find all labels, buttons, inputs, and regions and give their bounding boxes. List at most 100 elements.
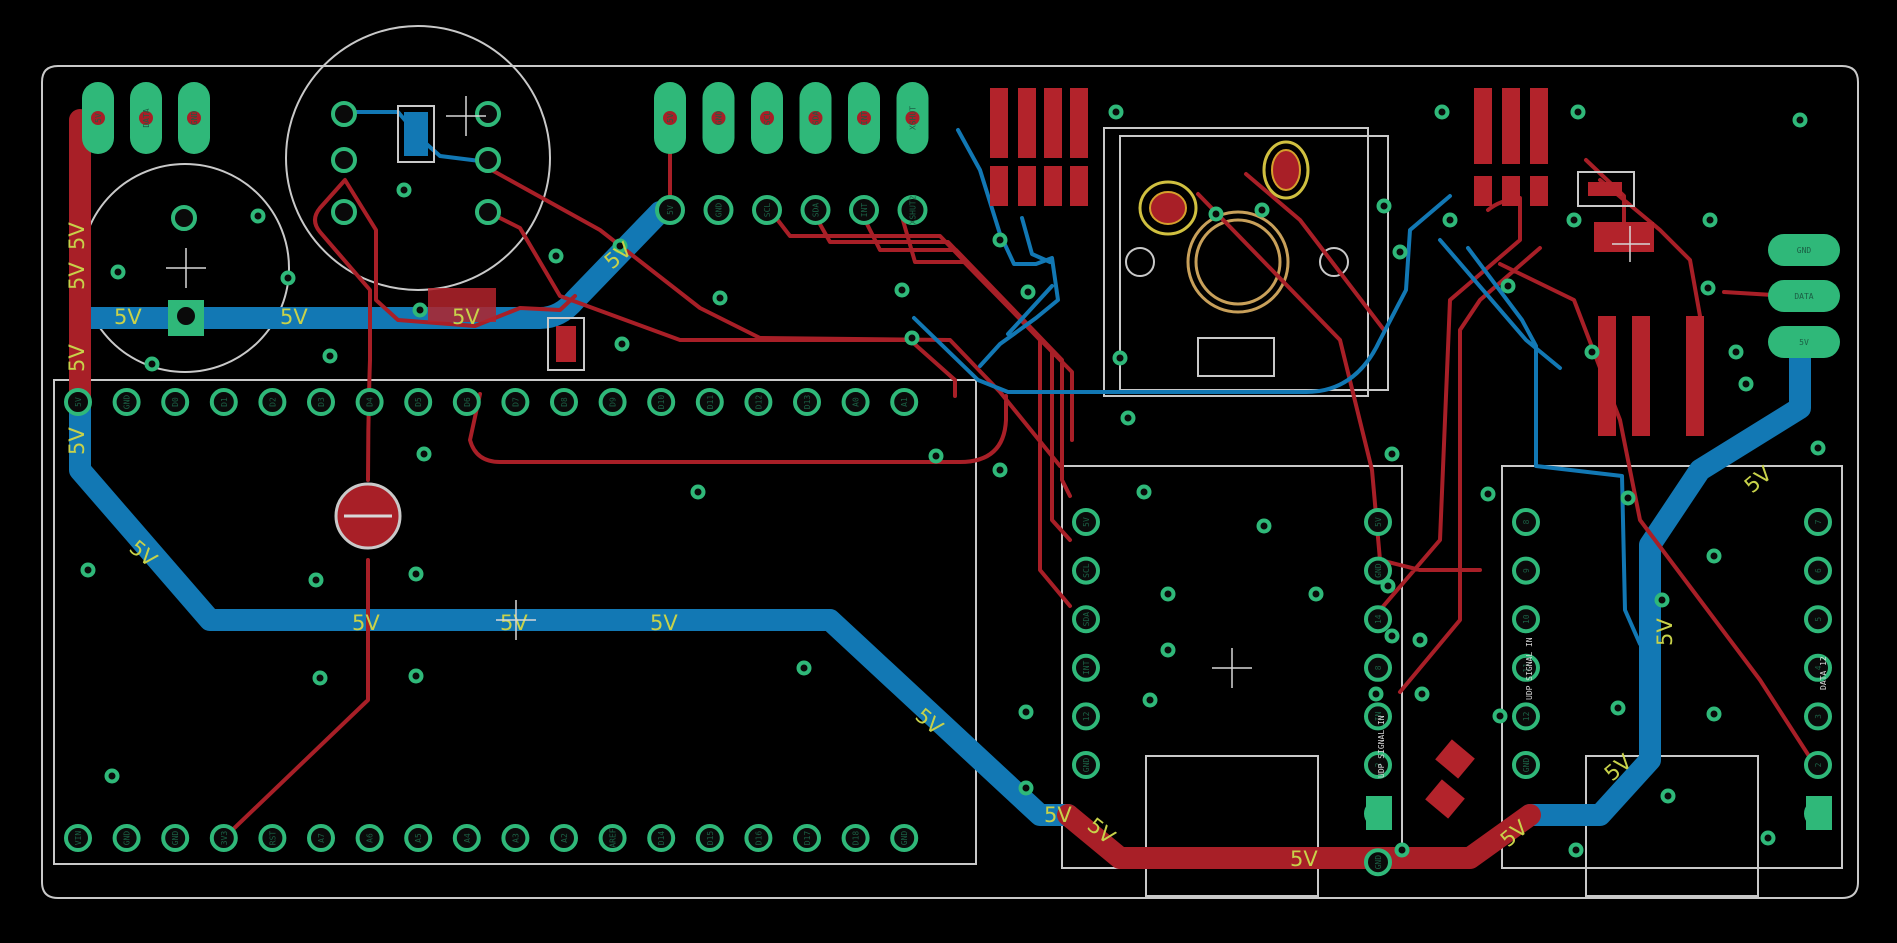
- left-module-top-pin: [501, 388, 530, 416]
- left-module-top-pin: [598, 388, 627, 416]
- left-module-top-pin-label: D5: [414, 397, 423, 407]
- lens-inner: [1194, 218, 1282, 306]
- via: [1256, 518, 1272, 534]
- left-module-bottom-pin-label: VIN: [74, 831, 83, 846]
- left-module-top-pin: [161, 388, 190, 416]
- via: [1020, 284, 1036, 300]
- right-module-left-pin: [1512, 556, 1540, 585]
- via: [1414, 686, 1430, 702]
- via: [690, 484, 706, 500]
- left-module-bottom-pin: [161, 824, 190, 852]
- via: [1702, 212, 1718, 228]
- net-label-left-rail-1: 5V: [114, 305, 142, 329]
- left-top-header-drill: [187, 111, 201, 125]
- net-label-left-rail-3: 5V: [452, 305, 480, 329]
- mid-module-left-pin-label: GND: [1082, 758, 1091, 773]
- left-top-header-drill: [139, 111, 153, 125]
- via: [1738, 376, 1754, 392]
- component-pin: [331, 101, 357, 127]
- right-module-right-pin-label: 6: [1814, 568, 1823, 573]
- ic-smd: [1577, 171, 1654, 252]
- mid-module-left-pin-label: 12: [1082, 711, 1091, 721]
- left-module-bottom-pin: [841, 824, 870, 852]
- right-module-right-pin-label: 7: [1814, 519, 1823, 524]
- via: [80, 562, 96, 578]
- left-module-bottom-pin-label: A5: [414, 833, 423, 843]
- net-label-left-vertical-b: 5V: [65, 222, 89, 250]
- via: [1570, 104, 1586, 120]
- left-module-bottom-pin: [647, 824, 676, 852]
- right-module-left-pin-label: 8: [1522, 519, 1531, 524]
- via: [280, 270, 296, 286]
- net-label-middle-1: 5V: [352, 611, 380, 635]
- right-module-right-pin-label: 2: [1814, 762, 1823, 767]
- center-top-row2-pin: [703, 195, 734, 225]
- left-module-top-pin: [452, 388, 481, 416]
- right-module-right-pin-label: 5: [1814, 617, 1823, 622]
- ir-emitter: [1138, 140, 1310, 236]
- mid-module-left-pin: [1072, 605, 1100, 634]
- left-module-top-pin-label: A0: [852, 397, 861, 407]
- left-module-top-pin: [307, 388, 335, 416]
- left-module-top-pin: [550, 388, 578, 416]
- component-pin: [331, 147, 357, 173]
- via: [1108, 104, 1124, 120]
- left-module-top-pin-label: D13: [803, 395, 812, 410]
- via: [1112, 350, 1128, 366]
- via: [250, 208, 266, 224]
- left-module-bottom-pin: [598, 824, 627, 852]
- mid-module-right-pin: [1364, 653, 1392, 682]
- left-module-top-pin-label: D10: [657, 395, 666, 410]
- via: [1492, 708, 1508, 724]
- left-module-top-pin: [695, 388, 724, 416]
- via: [612, 238, 628, 254]
- diode-smd: [1425, 739, 1475, 819]
- via: [1368, 686, 1384, 702]
- left-module-bottom-pin-label: GND: [123, 831, 132, 846]
- via: [322, 348, 338, 364]
- mid-module-right-pin-label: 8: [1374, 665, 1383, 670]
- regulator-smd: [428, 288, 585, 371]
- mid-module-right-pin: [1364, 556, 1392, 585]
- mount-hole-right: [1319, 247, 1349, 277]
- right-module-right-pin: [1804, 751, 1832, 779]
- component-pin: [173, 303, 199, 329]
- via: [1584, 344, 1600, 360]
- center-top-header-drill: [857, 111, 871, 125]
- mid-module-right-pin: [1364, 508, 1392, 536]
- left-module-top-pin: [355, 388, 384, 416]
- left-module-top-pin-label: D9: [609, 397, 618, 407]
- mid-module-right-pin: [1364, 605, 1392, 634]
- right-module-right-pin: [1804, 556, 1832, 585]
- via: [1810, 440, 1826, 456]
- center-top-header-drill: [905, 111, 920, 125]
- vias: [80, 101, 1826, 858]
- blue-smd: [397, 105, 435, 163]
- center-top-header-drill: [663, 111, 677, 125]
- via: [308, 572, 324, 588]
- mid-module-signal-label: UDP SIGNAL IN: [1377, 715, 1386, 778]
- smd-components-left: [990, 88, 1088, 206]
- center-top-header-drill: [711, 111, 726, 125]
- mid-module-left-pin: [1072, 556, 1100, 585]
- via: [1160, 642, 1176, 658]
- component-pin: [475, 101, 501, 127]
- mid-module-left-pin: [1072, 751, 1100, 779]
- left-module-bottom-pin-label: D16: [754, 831, 763, 846]
- net-label-bottom-red-2: 5V: [1290, 847, 1318, 871]
- right-module-right-pin: [1804, 702, 1832, 731]
- via: [1654, 592, 1670, 608]
- via: [1760, 830, 1776, 846]
- via: [1434, 104, 1450, 120]
- via: [412, 302, 428, 318]
- left-top-header-drill: [91, 111, 105, 125]
- square-pad-right-module: [1806, 796, 1832, 830]
- via: [1706, 706, 1722, 722]
- left-module-top-pin-label: D7: [511, 397, 520, 407]
- mid-usb-outline: [1145, 755, 1319, 897]
- right-module-left-pin-label: 11: [1522, 663, 1531, 673]
- left-module-top-pin: [64, 388, 92, 416]
